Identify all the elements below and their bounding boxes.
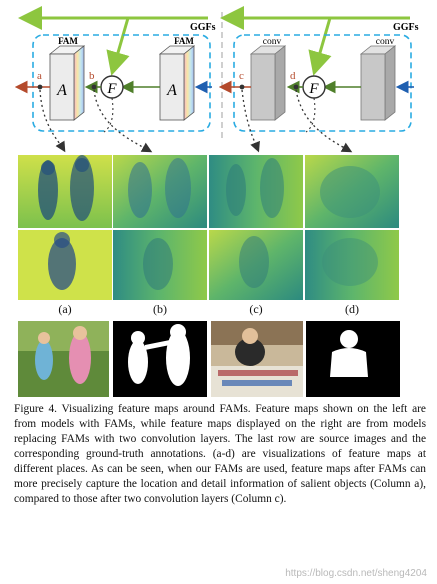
conv-label-right: conv [376,37,395,47]
figure-caption: Figure 4. Visualizing feature maps aroun… [14,402,426,507]
conv-label-top: conv [263,37,282,47]
fmap-b2 [113,230,207,300]
dotted-arrow-b [93,89,153,153]
point-a-dot [37,84,43,90]
fuse-glyph-right: F [308,81,319,97]
ggf-down-arrow [106,17,130,76]
fam-dashed-box [32,34,211,132]
figure-svg: GGFs A FAM A FAM [14,6,419,397]
gt-mask-man [306,321,400,397]
panel-label-d: (d) [345,302,359,316]
dotted-arrow-c [241,89,260,153]
dotted-curve-right [305,97,316,133]
point-c-label: c [239,70,244,82]
conv-block-left [249,45,287,121]
fmap-c1 [209,155,303,228]
point-b-dot [91,84,97,90]
dotted-arrow-a [39,89,66,153]
fam-block-left: A [48,45,86,121]
point-a-label: a [37,70,42,82]
conv-block-right [359,45,397,121]
panel-label-c: (c) [249,302,263,316]
feature-map-grid [18,155,399,300]
gt-mask-children [113,321,207,397]
figure: GGFs A FAM A FAM [14,6,419,397]
fam-label-right: FAM [174,36,194,46]
fam-label-top: FAM [58,36,78,46]
fmap-d1 [305,155,399,228]
panel-label-b: (b) [153,302,167,316]
fmap-d2 [305,230,399,300]
fam-block-right: A [158,45,196,121]
source-image-row [18,321,400,397]
point-d-dot [293,84,299,90]
fmap-c2 [209,230,303,300]
ggfs-label-right: GGFs [393,22,419,33]
point-b-label: b [89,70,95,82]
ggf-down-arrow-right [308,17,332,76]
caption-text: Visualizing feature maps around FAMs. Fe… [14,403,426,505]
dotted-arrow-d [295,89,353,153]
conv-dashed-box [233,34,412,132]
fmap-b1 [113,155,207,228]
fmap-a1 [18,155,112,228]
panel-label-a: (a) [58,302,72,316]
dotted-curve-left [103,97,114,133]
right-diagram: GGFs conv conv F c [218,6,419,153]
fam-glyph-a: A [56,82,67,99]
ggfs-label-left: GGFs [190,22,216,33]
source-photo-children [18,321,109,397]
fam-glyph-b: A [166,82,177,99]
fmap-a2 [18,230,112,300]
left-diagram: GGFs A FAM A FAM [14,6,216,153]
fuse-glyph-left: F [106,81,117,97]
point-d-label: d [290,70,296,82]
point-c-dot [239,84,245,90]
watermark: https://blog.csdn.net/sheng4204 [285,568,427,579]
caption-figure-number: Figure 4. [14,403,57,415]
source-photo-man [211,321,303,397]
